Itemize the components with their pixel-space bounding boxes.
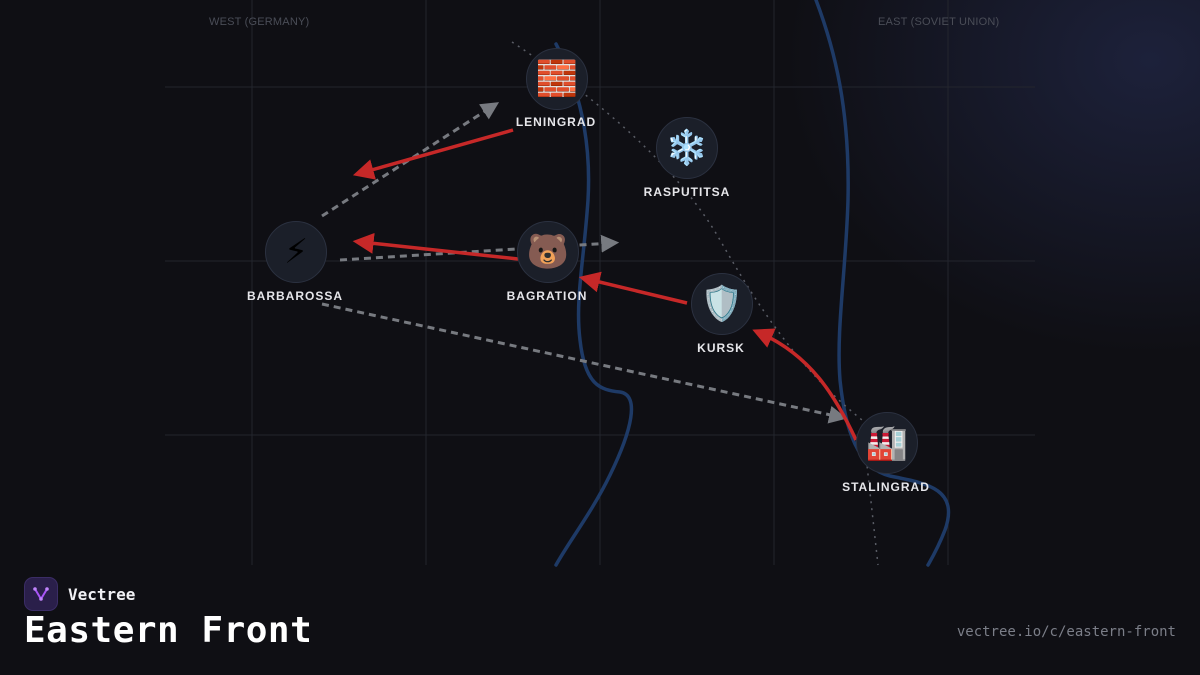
counter-arrow-bagration — [352, 232, 519, 261]
node-bagration[interactable]: 🐻 — [517, 221, 579, 283]
counter-arrow-kursk — [578, 271, 688, 305]
bear-icon: 🐻 — [526, 232, 570, 272]
node-label-leningrad: LENINGRAD — [515, 115, 597, 129]
node-rasputitsa[interactable]: ❄️ — [656, 117, 718, 179]
counter-arrow-stalingrad — [752, 328, 858, 441]
node-barbarossa[interactable]: ⚡ — [265, 221, 327, 283]
front-lines — [554, 0, 951, 567]
node-leningrad[interactable]: 🧱 — [526, 48, 588, 110]
node-label-bagration: BAGRATION — [506, 289, 588, 303]
front-line-west — [554, 42, 634, 567]
node-kursk[interactable]: 🛡️ — [691, 273, 753, 335]
vectree-logo-icon — [24, 577, 58, 611]
brand-name: Vectree — [68, 584, 136, 604]
counter-arrow-leningrad — [352, 128, 514, 180]
front-line-east — [814, 0, 951, 567]
page-title: Eastern Front — [24, 610, 313, 651]
node-label-kursk: KURSK — [697, 341, 745, 355]
region-label-east: EAST (SOVIET UNION) — [878, 16, 1000, 28]
factory-icon: 🏭 — [865, 423, 909, 463]
advance-arrow-stalingrad — [321, 302, 848, 424]
lightning-icon: ⚡ — [284, 232, 308, 272]
node-label-rasputitsa: RASPUTITSA — [643, 185, 731, 199]
snowflake-icon: ❄️ — [665, 128, 709, 168]
dotted-supply-line — [511, 41, 879, 566]
brick-wall-icon: 🧱 — [535, 59, 579, 99]
node-stalingrad[interactable]: 🏭 — [856, 412, 918, 474]
region-label-west: WEST (GERMANY) — [209, 16, 310, 28]
node-label-barbarossa: BARBAROSSA — [246, 289, 344, 303]
counter-arrows — [352, 128, 858, 441]
shield-icon: 🛡️ — [700, 284, 744, 324]
brand[interactable]: Vectree — [24, 577, 135, 611]
page-url-link[interactable]: vectree.io/c/eastern-front — [956, 624, 1176, 640]
advance-arrow-bagration — [339, 234, 620, 262]
node-label-stalingrad: STALINGRAD — [842, 480, 930, 494]
